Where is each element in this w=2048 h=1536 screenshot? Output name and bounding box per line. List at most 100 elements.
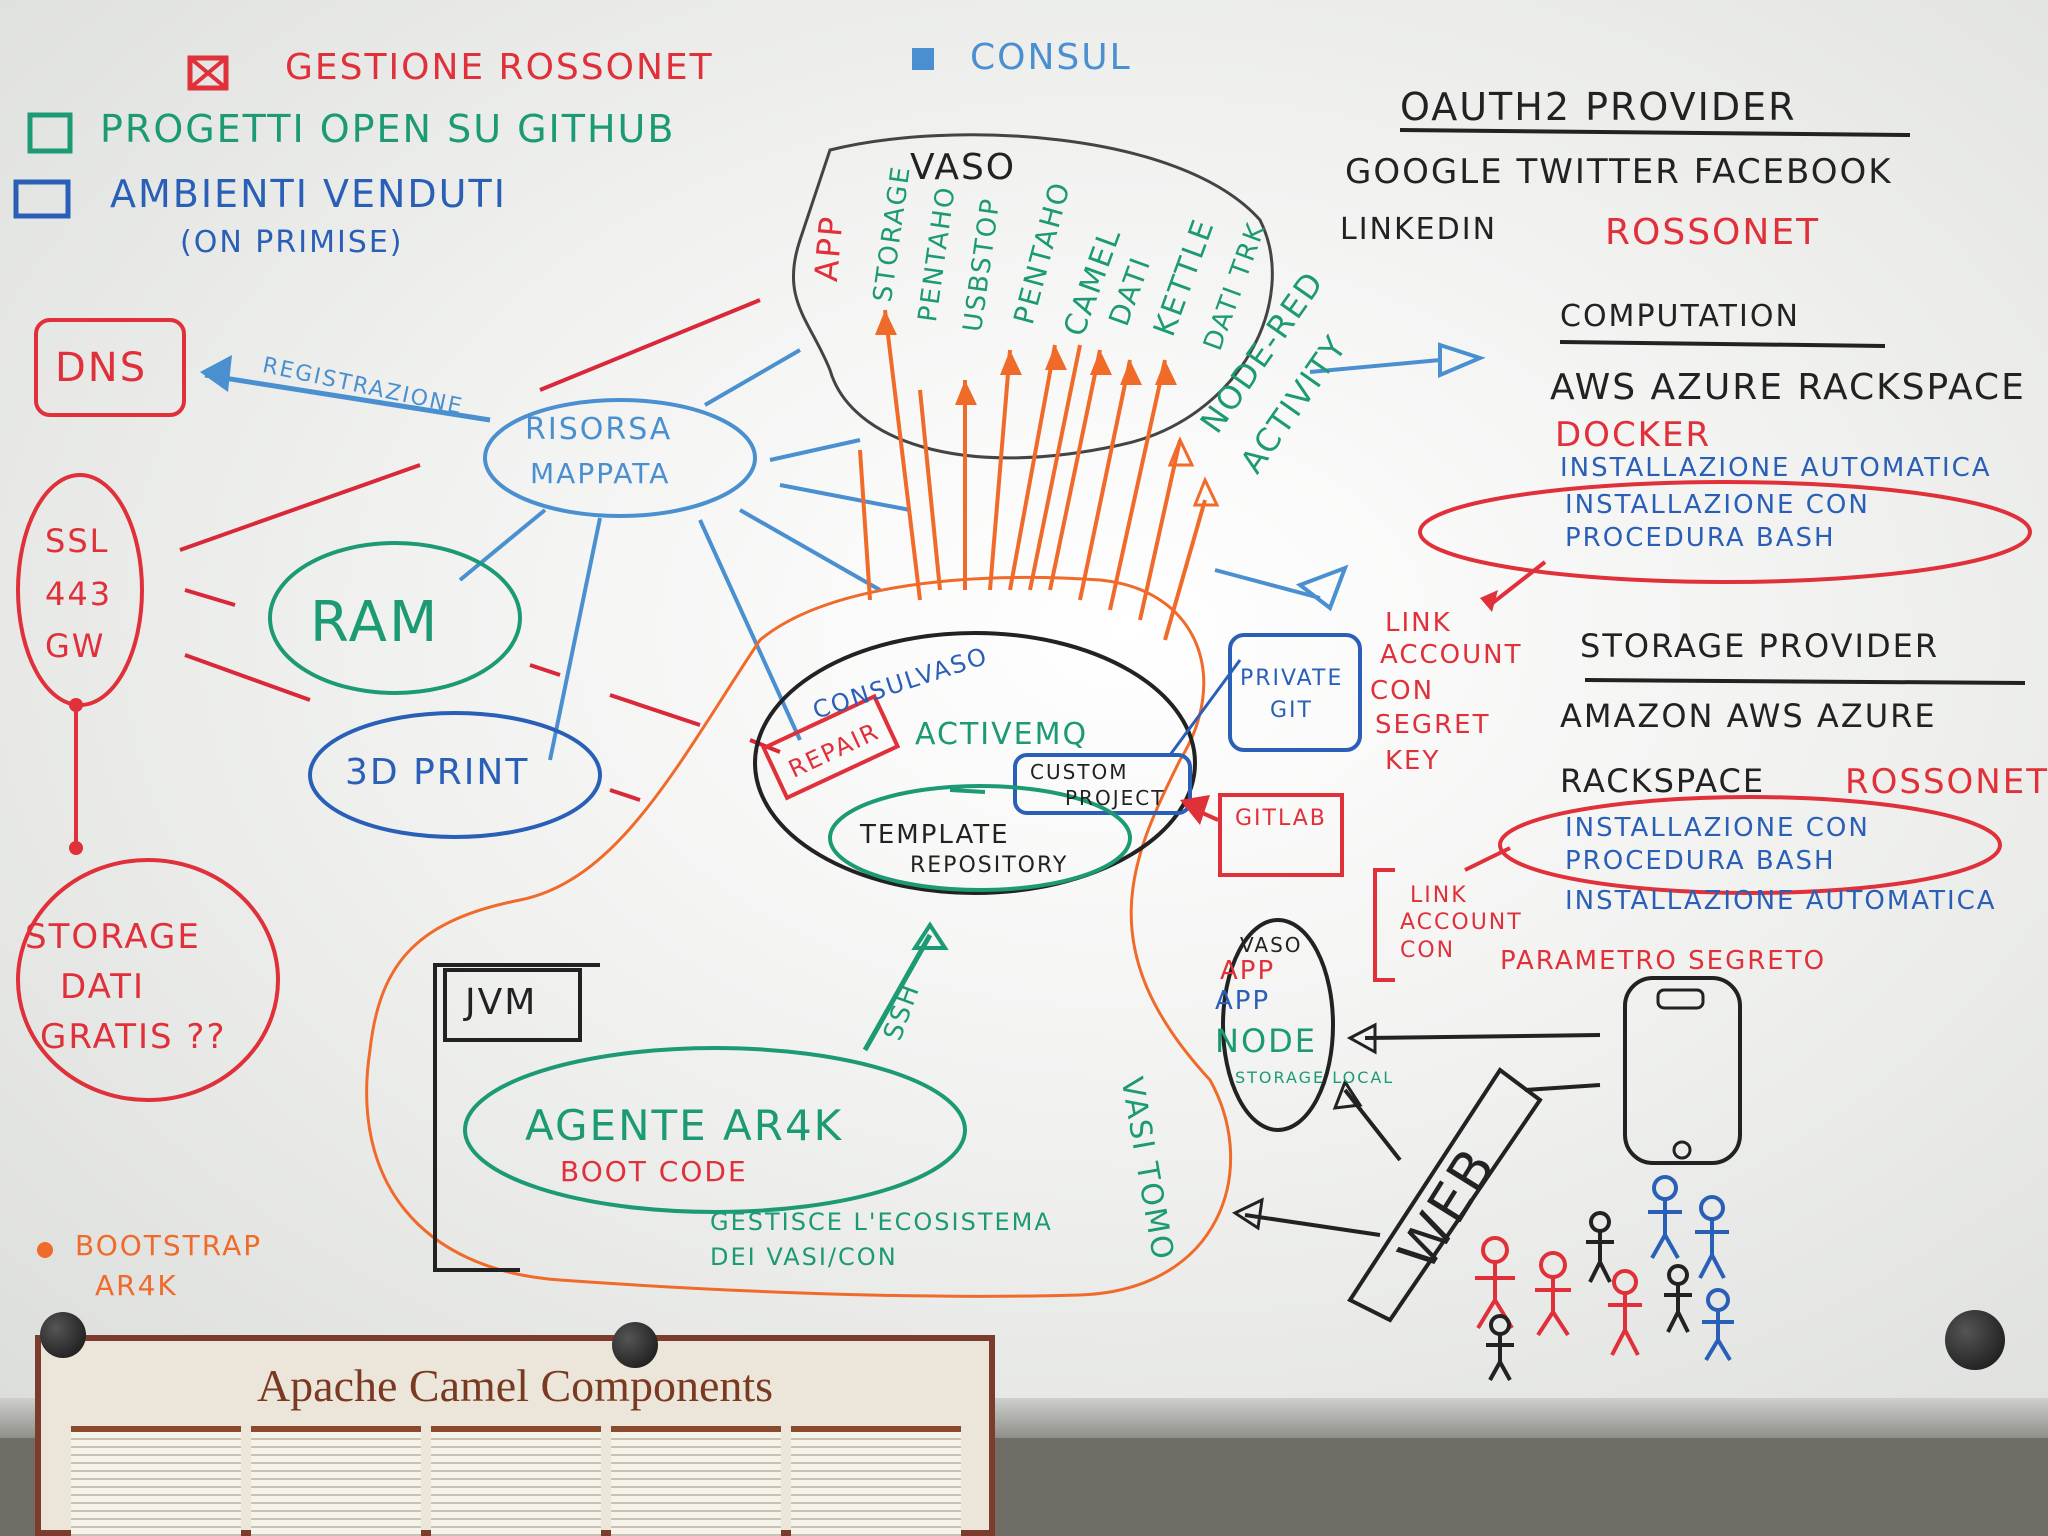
install-auto-1: INSTALLAZIONE AUTOMATICA xyxy=(1560,453,1992,483)
link-account-1: LINK xyxy=(1385,608,1452,638)
gestisce-line-1: GESTISCE L'ECOSISTEMA xyxy=(710,1208,1053,1236)
ssl-line-1: SSL xyxy=(45,522,110,560)
poster-title: Apache Camel Components xyxy=(256,1360,774,1411)
bash-ellipse-1 xyxy=(1418,480,2032,584)
storage-line-1: STORAGE xyxy=(25,917,201,957)
link-account2-2: ACCOUNT xyxy=(1400,910,1523,935)
poster-column xyxy=(431,1426,601,1536)
storage-line-3: GRATIS ?? xyxy=(40,1017,227,1057)
private-git-label-2: GIT xyxy=(1270,698,1313,723)
vaso-small-node: NODE xyxy=(1215,1022,1317,1060)
legend-square-blue xyxy=(13,179,71,219)
storage-ellipse xyxy=(16,858,280,1102)
vaso-small-storage: STORAGE LOCAL xyxy=(1235,1068,1395,1087)
bootstrap-line-2: AR4K xyxy=(95,1269,178,1302)
custom-label-2: PROJECT xyxy=(1065,786,1166,810)
legend-item-onprimise: (ON PRIMISE) xyxy=(180,225,404,260)
repair-box xyxy=(761,693,901,801)
whiteboard xyxy=(0,0,2048,1400)
whiteboard-drawing xyxy=(13,48,2032,1381)
camel-poster: Apache Camel Components xyxy=(35,1335,995,1536)
oauth-row2-rossonet: ROSSONET xyxy=(1605,212,1821,253)
vaso-small-app1: APP xyxy=(1220,956,1276,986)
link-account-5: KEY xyxy=(1385,746,1441,776)
docker-label: DOCKER xyxy=(1555,415,1712,455)
bootcode-label: BOOT CODE xyxy=(560,1155,748,1188)
link-account-3: CON xyxy=(1370,676,1435,706)
install-bash-1-line-1: INSTALLAZIONE CON xyxy=(1565,490,1870,520)
print3d-ellipse xyxy=(308,711,602,839)
users-group xyxy=(1475,1175,1734,1381)
oauth-title: OAUTH2 PROVIDER xyxy=(1400,85,1797,129)
agente-ellipse xyxy=(463,1046,967,1214)
template-label-1: TEMPLATE xyxy=(860,820,1010,850)
legend-square-red xyxy=(187,55,229,91)
oauth-row1: GOOGLE TWITTER FACEBOOK xyxy=(1345,152,1893,192)
legend-square-lightblue xyxy=(912,48,934,70)
jvm-label: JVM xyxy=(465,982,538,1023)
install-auto-2: INSTALLAZIONE AUTOMATICA xyxy=(1565,886,1997,916)
template-ellipse xyxy=(828,784,1132,892)
activemq-label: ACTIVEMQ xyxy=(915,717,1089,752)
legend-square-green xyxy=(27,112,73,154)
poster-column xyxy=(251,1426,421,1536)
computation-title: COMPUTATION xyxy=(1560,299,1800,334)
ram-ellipse xyxy=(268,541,522,695)
jvm-box xyxy=(443,968,582,1042)
gitlab-label: GITLAB xyxy=(1235,806,1327,831)
ssl-line-2: 443 xyxy=(45,575,113,613)
magnet xyxy=(612,1322,658,1368)
risorsa-ellipse xyxy=(483,398,757,518)
install-bash-2-line-1: INSTALLAZIONE CON xyxy=(1565,813,1870,843)
storage-row2-rackspace: RACKSPACE xyxy=(1560,762,1766,800)
private-git-label-1: PRIVATE xyxy=(1240,666,1344,691)
storage-row2-rossonet: ROSSONET xyxy=(1845,762,2048,802)
parametro-label: PARAMETRO SEGRETO xyxy=(1500,946,1827,976)
print3d-label: 3D PRINT xyxy=(345,752,530,793)
orange-rays xyxy=(858,309,1207,641)
link-account2-1: LINK xyxy=(1410,883,1468,908)
dns-box xyxy=(34,318,186,417)
ram-label: RAM xyxy=(310,590,440,655)
legend-item-rossonet: GESTIONE ROSSONET xyxy=(285,47,714,88)
link-account-2: ACCOUNT xyxy=(1380,640,1523,670)
poster-column xyxy=(71,1426,241,1536)
magnet xyxy=(1945,1310,2005,1370)
install-bash-1-line-2: PROCEDURA BASH xyxy=(1565,523,1836,553)
risorsa-line-1: RISORSA xyxy=(525,412,673,447)
template-label-2: REPOSITORY xyxy=(910,853,1069,878)
phone-outline xyxy=(1623,976,1742,1165)
vaso-top-title: VASO xyxy=(910,147,1017,188)
ssl-line-3: GW xyxy=(45,627,106,665)
storage-row1: AMAZON AWS AZURE xyxy=(1560,697,1937,735)
vaso-small-title: VASO xyxy=(1240,933,1303,957)
agente-label: AGENTE AR4K xyxy=(525,1101,844,1150)
dns-label: DNS xyxy=(55,345,148,391)
storage-provider-title: STORAGE PROVIDER xyxy=(1580,627,1940,665)
vaso-small-app2: APP xyxy=(1215,986,1271,1016)
link-account-4: SEGRET xyxy=(1375,710,1491,740)
oauth-row2-linkedin: LINKEDIN xyxy=(1340,212,1498,247)
storage-line-2: DATI xyxy=(60,967,145,1007)
consulvaso-ellipse xyxy=(753,631,1197,895)
gitlab-box xyxy=(1218,793,1344,877)
bootstrap-line-1: BOOTSTRAP xyxy=(75,1229,263,1262)
custom-project-box xyxy=(1013,753,1192,815)
magnet xyxy=(40,1312,86,1358)
poster-column xyxy=(611,1426,781,1536)
install-bash-2-line-2: PROCEDURA BASH xyxy=(1565,846,1836,876)
computation-row: AWS AZURE RACKSPACE xyxy=(1550,367,2026,408)
web-box xyxy=(1347,1067,1543,1323)
legend-item-ambienti: AMBIENTI VENDUTI xyxy=(110,172,507,216)
vaso-label-app: APP xyxy=(807,213,851,284)
poster-column xyxy=(791,1426,961,1536)
vaso-small-ellipse xyxy=(1221,918,1335,1132)
risorsa-line-2: MAPPATA xyxy=(530,457,671,490)
link-account2-3: CON xyxy=(1400,938,1456,963)
private-git-box xyxy=(1228,633,1362,752)
legend-item-github: PROGETTI OPEN SU GITHUB xyxy=(100,107,676,151)
legend-item-consul: CONSUL xyxy=(970,37,1132,78)
custom-label-1: CUSTOM xyxy=(1030,760,1129,784)
gestisce-line-2: DEI VASI/CON xyxy=(710,1243,898,1271)
